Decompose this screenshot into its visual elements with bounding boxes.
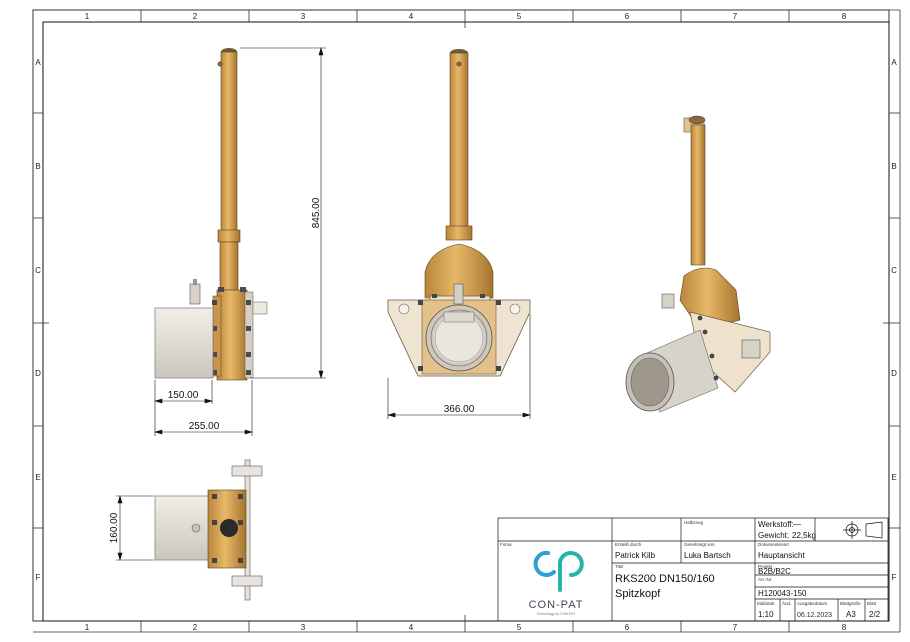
tb-firma-label: Firma [500,542,512,547]
tb-genehmigt-value: Luka Bartsch [684,551,731,560]
zone-row-f-right: F [892,573,897,582]
dim-width-a: 150.00 [168,390,199,401]
tb-aend-label: Änd. [782,600,791,606]
top-view [154,459,263,601]
tb-massstab-value: 1:10 [758,610,774,619]
zone-col-1-bottom: 1 [85,623,90,632]
zone-col-2-bottom: 2 [193,623,198,632]
dim-width-b: 255.00 [189,421,220,432]
tb-erstellt-label: Erstellt durch [615,542,642,547]
zone-row-d-left: D [35,369,41,378]
zone-row-e-right: E [891,473,896,482]
zone-col-7-bottom: 7 [733,623,738,632]
zone-row-b-right: B [891,162,896,171]
tb-blattgroesse-label: Blattgröße [840,601,861,606]
logo-text: CON-PAT [529,599,584,611]
zone-col-6-bottom: 6 [625,623,630,632]
tb-dokumentenart-label: Dokumentenart [758,542,790,547]
tb-gewicht-value: 22,5kg [792,531,816,540]
isometric-view [625,115,771,413]
border-frame [32,9,901,633]
zone-col-6-top: 6 [625,12,630,21]
tb-titel-line2: Spitzkopf [615,588,661,600]
tb-werkstoff-label: Werkstoff: [758,520,794,529]
zone-col-4-bottom: 4 [409,623,414,632]
tb-projekt-value: B2B/B2C [758,567,791,576]
title-block [497,517,889,622]
zone-col-3-top: 3 [301,12,306,21]
zone-col-8-bottom: 8 [842,623,847,632]
tb-blatt-label: Blatt [867,601,877,606]
tb-massstab-label: Maßstab [757,601,775,606]
dim-width-front: 366.00 [444,404,475,415]
zone-row-e-left: E [35,473,40,482]
tb-gewicht-label: Gewicht: [758,531,789,540]
zone-row-c-left: C [35,266,41,275]
tb-ausgabedatum-value: 06.12.2023 [797,612,832,619]
projection-symbol-icon [843,521,883,539]
tb-artnr-value: H120043-150 [758,589,807,598]
side-view [154,48,268,381]
zone-row-b-left: B [35,162,40,171]
tb-blatt-value: 2/2 [869,610,881,619]
zone-row-a-left: A [35,58,41,67]
zone-col-5-top: 5 [517,12,522,21]
front-view [387,49,531,377]
zone-row-d-right: D [891,369,897,378]
tb-artnr-label: Art.-Nr. [758,577,772,582]
zone-row-a-right: A [891,58,897,67]
tb-genehmigt-label: Genehmigt von [684,542,715,547]
zone-col-8-top: 8 [842,12,847,21]
zone-col-1-top: 1 [85,12,90,21]
zone-labels: 1 2 3 4 5 6 7 8 1 2 3 4 5 6 7 8 A B C D … [35,12,897,632]
front-view-dimensions [386,314,532,419]
tb-blattgroesse-value: A3 [846,610,856,619]
tb-ausgabedatum-label: Ausgabedatum [797,601,828,606]
zone-row-f-left: F [36,573,41,582]
con-pat-logo: CON-PAT Technology by CON-PAT [529,550,584,616]
tb-titel-label: Titel [615,564,623,569]
tb-titel-line1: RKS200 DN150/160 [615,573,715,585]
tb-halbzeug-label: Halbzeug [684,520,704,525]
top-view-dimensions [116,494,154,562]
dim-height-top: 160.00 [109,512,120,543]
side-view-dimensions [153,46,326,436]
tb-werkstoff-value: — [793,520,801,529]
logo-mark-icon [533,550,584,592]
zone-col-4-top: 4 [409,12,414,21]
zone-col-7-top: 7 [733,12,738,21]
dim-height-side: 845.00 [311,197,322,228]
logo-tagline: Technology by CON-PAT [537,612,576,616]
zone-row-c-right: C [891,266,897,275]
zone-col-5-bottom: 5 [517,623,522,632]
tb-projekt-label: Projekt [758,564,773,569]
tb-erstellt-value: Patrick Kilb [615,551,656,560]
zone-col-2-top: 2 [193,12,198,21]
zone-col-3-bottom: 3 [301,623,306,632]
tb-dokumentenart-value: Hauptansicht [758,551,805,560]
